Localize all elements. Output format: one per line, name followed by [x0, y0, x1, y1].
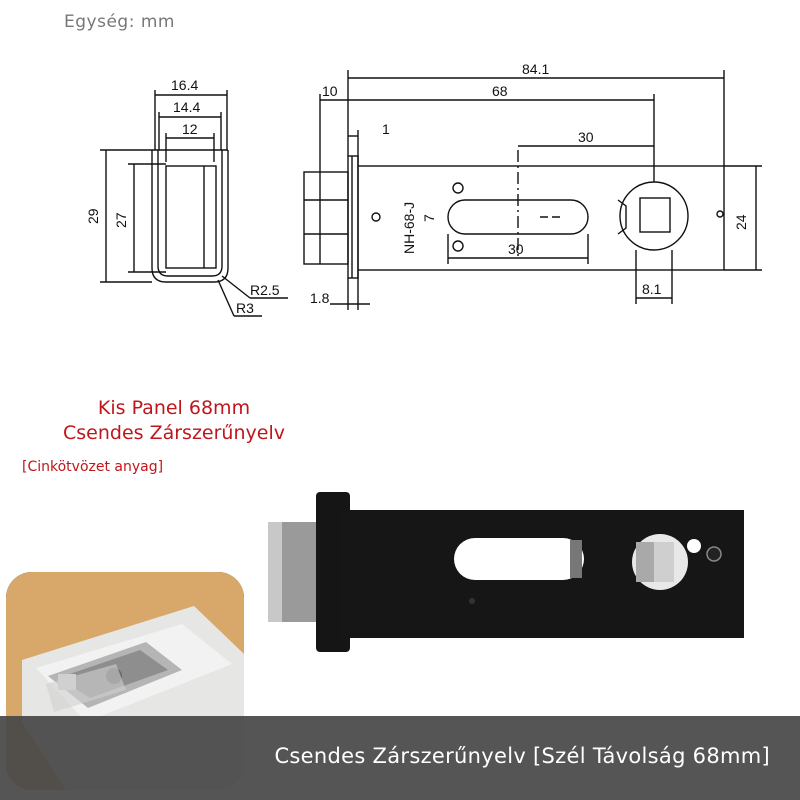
side-profile-inner	[157, 150, 223, 277]
dim-12: 12	[182, 121, 198, 137]
side-slot	[165, 165, 217, 269]
dim-14-4: 14.4	[173, 99, 200, 115]
dim-r2-5: R2.5	[250, 282, 280, 298]
latch-body	[303, 171, 349, 265]
dim-68: 68	[492, 83, 508, 99]
material-label: [Cinkötvözet anyag]	[22, 459, 164, 475]
face-plate	[347, 155, 359, 279]
dim-8-1: 8.1	[642, 281, 662, 297]
photo-latch-bolt	[268, 522, 330, 622]
title-line-1: Kis Panel 68mm	[97, 397, 251, 419]
unit-label: Egység: mm	[64, 12, 175, 32]
product-title: Kis Panel 68mm Csendes Zárszerűnyelv	[14, 396, 334, 446]
dim-10: 10	[322, 83, 338, 99]
dim-30-top: 30	[578, 129, 594, 145]
side-profile-outer	[151, 150, 229, 283]
dim-29: 29	[85, 208, 101, 224]
dim-1-8: 1.8	[310, 290, 330, 306]
technical-drawing: 16.4 14.4 12 29 27 R2.5 R3 10 84.1 68 1 …	[85, 61, 762, 317]
latch-case	[357, 165, 725, 271]
photo-slot	[454, 538, 584, 580]
title-line-2: Csendes Zárszerűnyelv	[63, 422, 285, 444]
caption-bar	[0, 716, 800, 800]
bottom-caption: Csendes Zárszerűnyelv [Szél Távolság 68m…	[274, 744, 770, 768]
dim-16-4: 16.4	[171, 77, 198, 93]
dim-r3: R3	[236, 300, 254, 316]
model-engraving: NH-68-J	[401, 202, 417, 254]
dim-1: 1	[382, 121, 390, 137]
model-number-7: 7	[421, 214, 437, 222]
dim-30-bottom: 30	[508, 241, 524, 257]
dim-84-1: 84.1	[522, 61, 549, 77]
dim-27: 27	[113, 212, 129, 228]
product-photo	[268, 492, 744, 652]
dim-24: 24	[733, 214, 749, 230]
